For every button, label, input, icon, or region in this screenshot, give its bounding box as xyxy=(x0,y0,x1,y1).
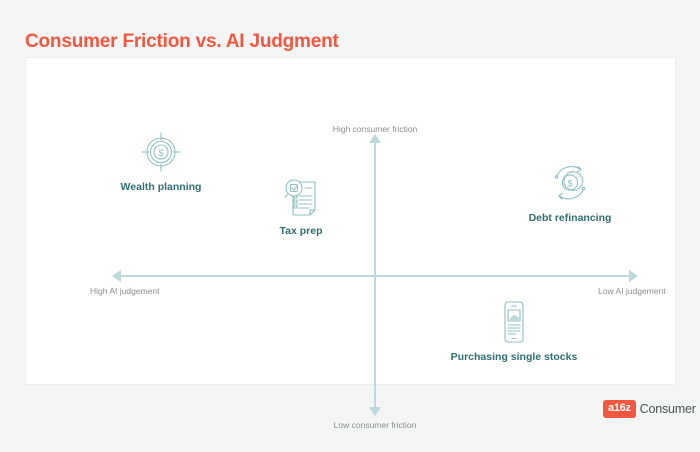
svg-text:$: $ xyxy=(158,148,163,158)
axis-label-top: High consumer friction xyxy=(332,124,418,134)
quadrant-item-label: Wealth planning xyxy=(120,181,202,193)
chart-card: High consumer friction Low consumer fric… xyxy=(25,57,676,430)
page-title: Consumer Friction vs. AI Judgment xyxy=(25,30,339,52)
quadrant-item-label: Purchasing single stocks xyxy=(450,351,578,363)
target-dollar-icon: $ xyxy=(139,130,183,174)
axis-arrow-left-icon xyxy=(112,270,121,282)
footer-logo: a16z Consumer xyxy=(603,400,696,418)
a16z-logo-mark: a16z xyxy=(603,400,636,418)
axis-arrow-up-icon xyxy=(369,134,381,143)
quadrant-item-debt-refinancing: $ Debt refinancing xyxy=(505,161,635,225)
axis-label-bottom: Low consumer friction xyxy=(333,420,417,430)
horizontal-axis-line xyxy=(118,275,633,277)
mobile-chart-icon xyxy=(492,300,536,344)
axis-label-left: High AI judgement xyxy=(90,286,160,296)
quadrant-item-label: Debt refinancing xyxy=(528,212,612,224)
svg-text:$: $ xyxy=(567,179,573,190)
a16z-logo-wordmark: Consumer xyxy=(639,402,696,416)
gear-dollar-refresh-icon: $ xyxy=(548,161,592,205)
axis-arrow-down-icon xyxy=(369,407,381,416)
quadrant-item-purchasing-single-stocks: Purchasing single stocks xyxy=(449,300,579,364)
axis-arrow-right-icon xyxy=(629,270,638,282)
quadrant-item-label: Tax prep xyxy=(279,225,323,237)
axis-label-right: Low AI judgement xyxy=(598,286,666,296)
quadrant-item-tax-prep: Tax prep xyxy=(236,174,366,238)
document-magnifier-check-icon xyxy=(279,174,323,218)
quadrant-item-wealth-planning: $ Wealth planning xyxy=(96,130,226,194)
